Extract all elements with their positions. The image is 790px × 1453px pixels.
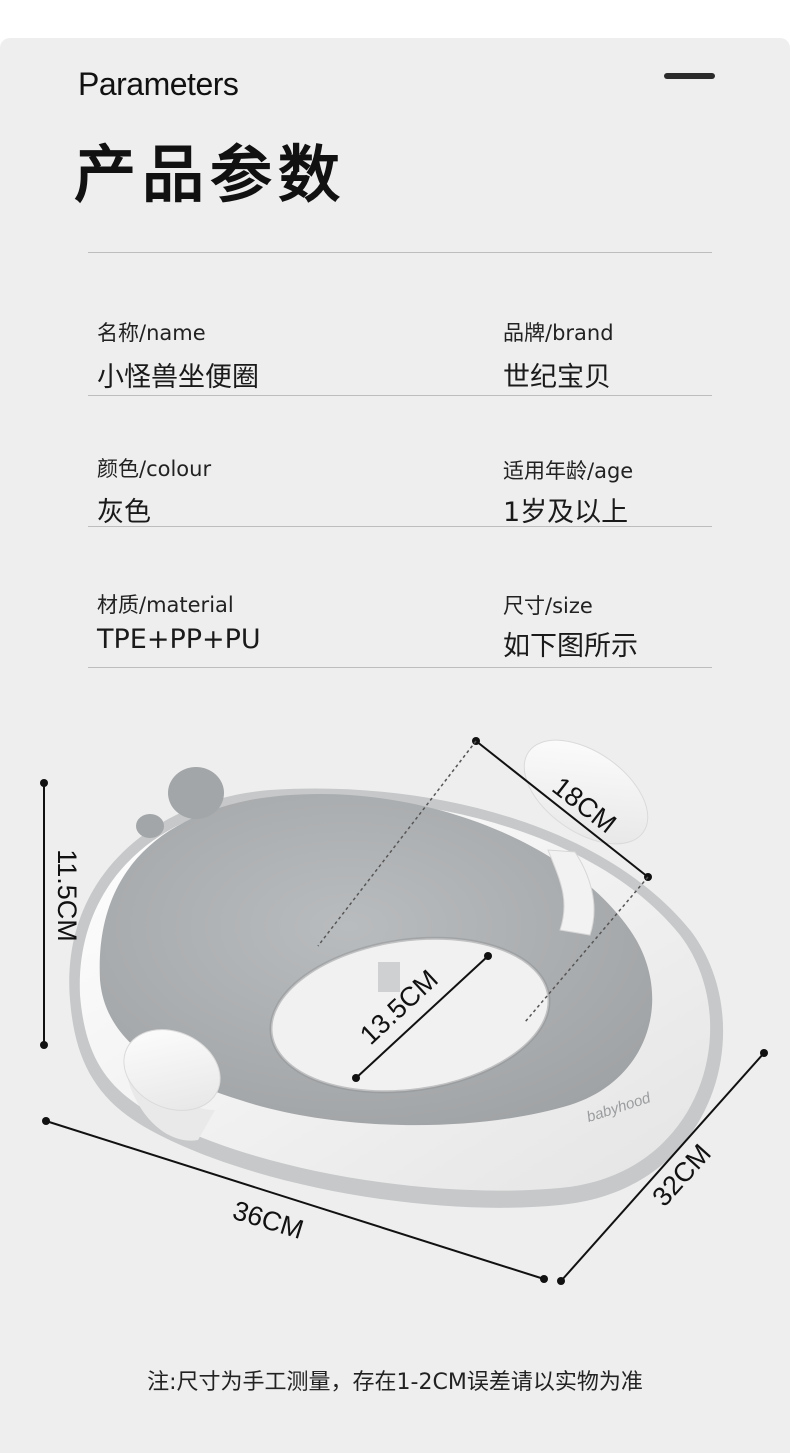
potty-seat-image (69, 739, 724, 1208)
divider-row-3 (88, 667, 712, 668)
dimension-height-line (40, 779, 48, 1049)
param-value-colour: 灰色 (97, 497, 151, 528)
measurement-note: 注:尺寸为手工测量，存在1-2CM误差请以实物为准 (147, 1370, 643, 1395)
dimension-opening-line (352, 952, 492, 1082)
title-chinese: 产品参数 (74, 138, 347, 211)
param-label-material: 材质/material (97, 593, 234, 617)
param-label-name: 名称/name (97, 321, 206, 345)
dimension-depth-line (557, 1049, 768, 1285)
param-label-age: 适用年龄/age (503, 459, 634, 483)
dimension-height-label: 11.5CM (51, 849, 82, 942)
divider-row-1 (88, 395, 712, 396)
param-label-colour: 颜色/colour (97, 457, 212, 481)
param-value-brand: 世纪宝贝 (503, 362, 611, 393)
param-value-age: 1岁及以上 (503, 497, 629, 528)
param-value-size: 如下图所示 (503, 631, 638, 662)
param-value-name: 小怪兽坐便圈 (97, 362, 259, 393)
param-label-brand: 品牌/brand (503, 321, 614, 345)
dimension-width-line (42, 1117, 548, 1283)
param-value-material: TPE+PP+PU (97, 624, 261, 655)
divider-top (88, 252, 712, 253)
dash-decoration (664, 73, 715, 79)
divider-row-2 (88, 526, 712, 527)
content-card (0, 38, 790, 1453)
dimension-handle-line (317, 737, 652, 1023)
param-label-size: 尺寸/size (503, 594, 593, 618)
title-english: Parameters (78, 66, 239, 102)
